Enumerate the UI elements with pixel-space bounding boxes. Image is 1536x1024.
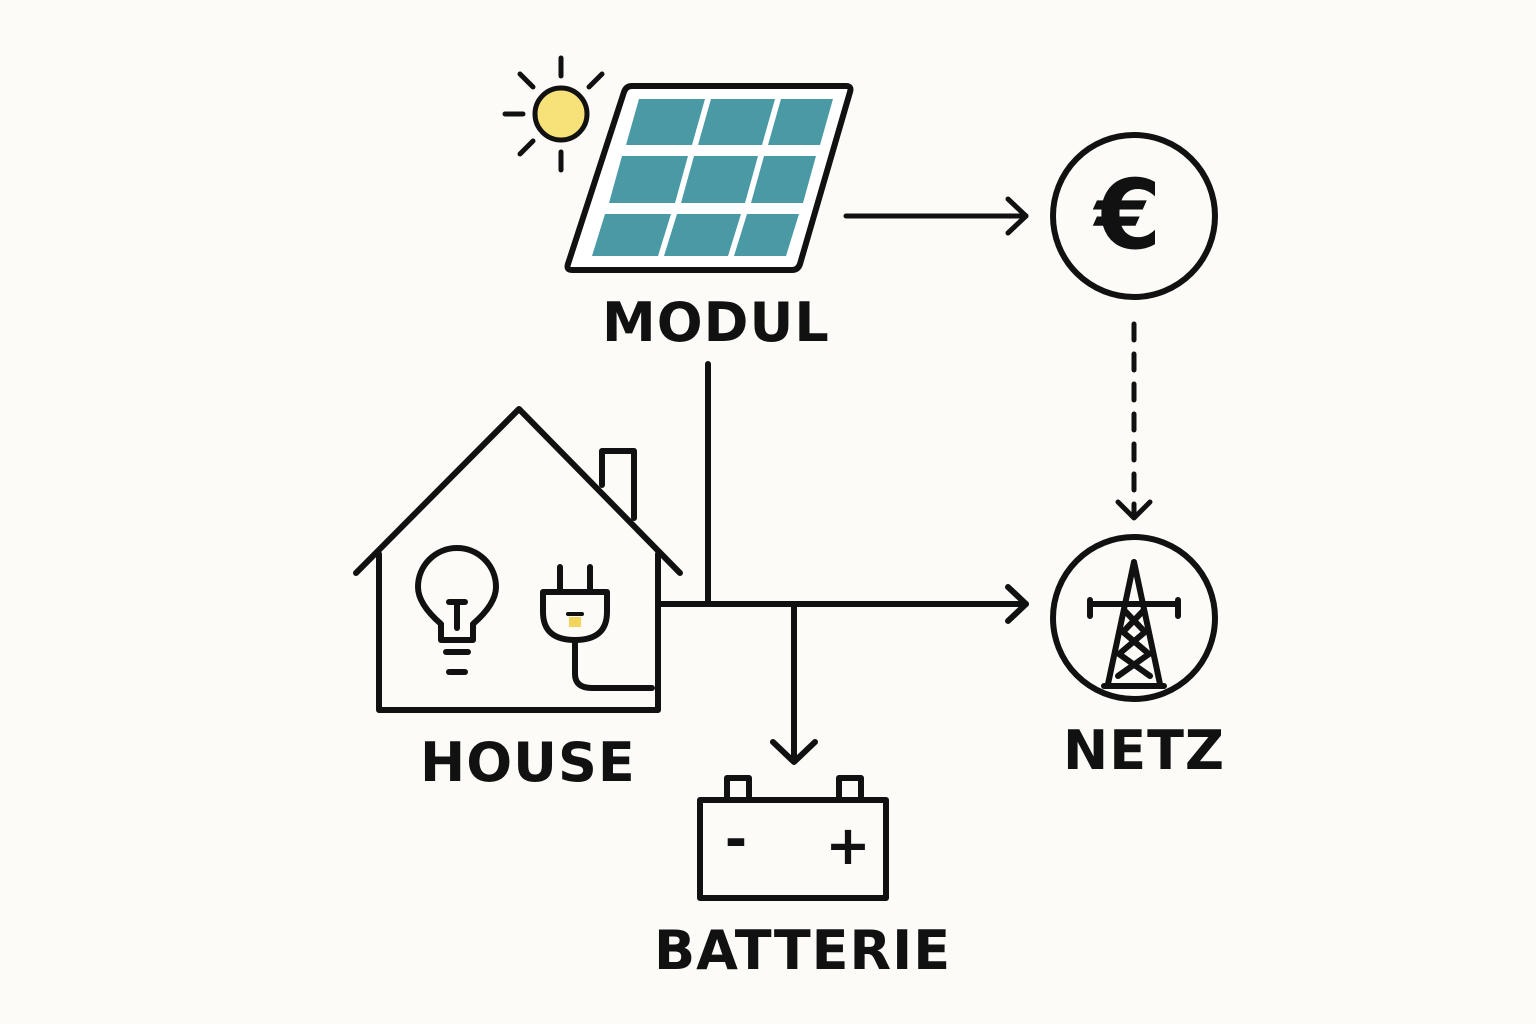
plug-icon (540, 564, 655, 691)
light-bulb-icon (415, 545, 499, 675)
house-label: HOUSE (420, 731, 636, 794)
power-lines (655, 361, 1029, 765)
arrow-panel-to-euro (843, 196, 1029, 236)
euro-icon: € (1050, 132, 1218, 300)
modul-label: MODUL (602, 291, 830, 354)
euro-symbol: € (1093, 159, 1162, 271)
battery-icon (697, 775, 889, 901)
batterie-label: BATTERIE (654, 919, 952, 982)
power-tower-icon (1050, 534, 1218, 702)
solar-panel-icon (564, 83, 854, 273)
battery-minus-sign: - (725, 808, 747, 871)
sun-icon (502, 55, 605, 173)
house-icon (353, 406, 683, 713)
netz-label: NETZ (1063, 719, 1226, 782)
battery-plus-sign: + (825, 814, 870, 877)
dashed-arrow-euro-to-netz (1115, 321, 1153, 521)
